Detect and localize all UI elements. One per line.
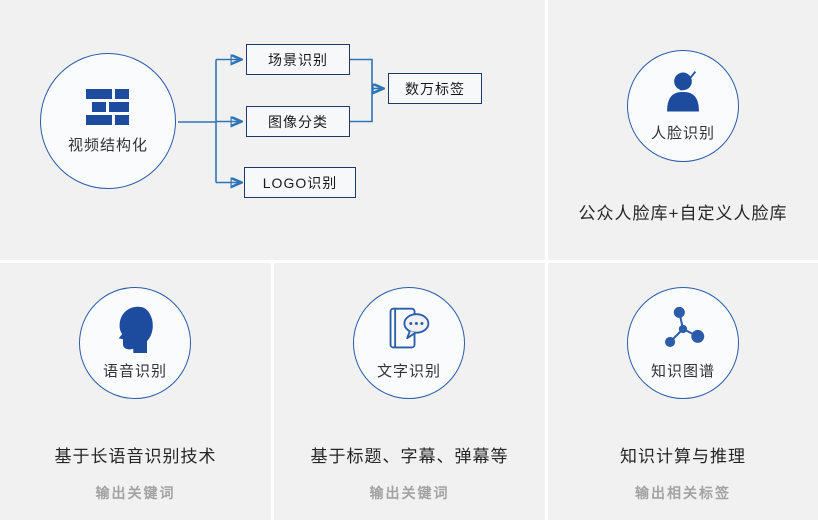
sub-caption: 输出关键词 bbox=[95, 485, 176, 501]
circle-label: 知识图谱 bbox=[650, 363, 715, 380]
panel-text-recognition: 文字识别 基于标题、字幕、弹幕等 输出关键词 bbox=[274, 263, 545, 520]
speech-head-icon bbox=[118, 306, 153, 353]
sub-caption: 输出相关标签 bbox=[635, 485, 731, 501]
face-icon bbox=[667, 71, 699, 112]
panel-video-structuring: 视频结构化 场景识别 图像分类 LOGO识别 数万标签 bbox=[0, 0, 545, 260]
sub-caption: 输出关键词 bbox=[369, 485, 450, 501]
video-structure-icon bbox=[86, 89, 129, 125]
caption: 公众人脸库+自定义人脸库 bbox=[578, 204, 788, 223]
circle-label: 语音识别 bbox=[102, 363, 167, 380]
caption: 知识计算与推理 bbox=[620, 447, 746, 466]
flow-box-result-tags: 数万标签 bbox=[388, 73, 482, 104]
circle-label: 文字识别 bbox=[376, 363, 441, 380]
text-recognition-circle: 文字识别 bbox=[353, 287, 465, 399]
panel-face-recognition: 人脸识别 公众人脸库+自定义人脸库 bbox=[548, 0, 818, 260]
panel-speech-recognition: 语音识别 基于长语音识别技术 输出关键词 bbox=[0, 263, 271, 520]
circle-label: 人脸识别 bbox=[650, 125, 715, 142]
panel-knowledge-graph: 知识图谱 知识计算与推理 输出相关标签 bbox=[548, 263, 818, 520]
circle-label: 视频结构化 bbox=[67, 137, 148, 154]
flow-box-scene-recognition: 场景识别 bbox=[246, 44, 350, 75]
flow-box-image-classification: 图像分类 bbox=[246, 106, 350, 137]
face-recognition-circle: 人脸识别 bbox=[627, 50, 739, 162]
speech-recognition-circle: 语音识别 bbox=[79, 287, 191, 399]
knowledge-graph-circle: 知识图谱 bbox=[627, 287, 739, 399]
scroll-chat-icon bbox=[389, 307, 430, 349]
flow-box-logo-recognition: LOGO识别 bbox=[244, 167, 356, 198]
caption: 基于长语音识别技术 bbox=[54, 447, 217, 466]
caption: 基于标题、字幕、弹幕等 bbox=[310, 447, 509, 466]
knowledge-graph-icon bbox=[665, 306, 705, 347]
video-structuring-circle: 视频结构化 bbox=[40, 53, 176, 189]
